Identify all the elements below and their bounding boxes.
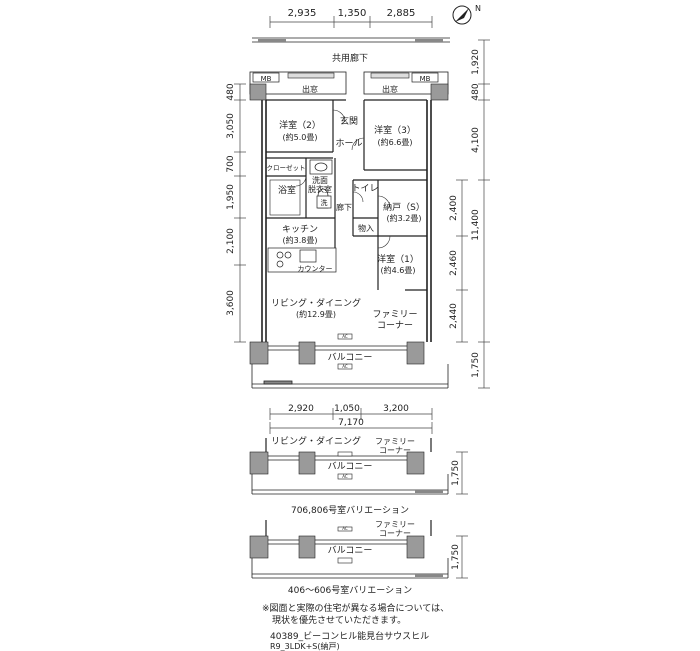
- var1-balcony-label: バルコニー: [328, 461, 373, 472]
- ac-unit-top: [337, 333, 353, 340]
- dim-right-inner-1: 2,400: [449, 195, 459, 221]
- dim-bottom-1: 2,920: [288, 404, 314, 414]
- dim-bottom-2: 1,050: [334, 404, 360, 414]
- western3-label: 洋室（3）: [374, 124, 416, 136]
- variation-1: [249, 438, 468, 495]
- storage-room-area: (約3.2畳): [387, 213, 422, 223]
- mb-label-right: MB: [420, 75, 431, 83]
- corridor-rail: [252, 37, 450, 43]
- right-dimensions: [456, 39, 490, 389]
- window-label-left: 出窓: [302, 84, 318, 94]
- dressing-label: 脱衣室: [308, 184, 332, 194]
- window-label-right: 出窓: [382, 84, 398, 94]
- dim-top-1: 2,935: [288, 8, 317, 19]
- disclaimer-line-1: ※図面と実際の住宅が異なる場合については、: [262, 604, 450, 614]
- room-labels: 洋室（2） (約5.0畳) 玄関 ホール 洋室（3） (約6.6畳) クローゼッ…: [267, 115, 425, 331]
- mb-box-left: [252, 72, 280, 83]
- kitchen-area: (約3.8畳): [283, 235, 318, 245]
- top-dimensions: [269, 16, 433, 28]
- western3-area: (約6.6畳): [378, 137, 413, 147]
- compass-label: N: [475, 4, 481, 13]
- dim-right-inner-2: 2,460: [449, 250, 459, 276]
- plan-id: 40389_ビーコンヒル能見台サウスヒル: [270, 632, 430, 642]
- bay-window-right: [370, 72, 410, 79]
- living-label: リビング・ダイニング: [271, 297, 361, 309]
- family-label: ファミリー: [372, 310, 417, 320]
- storage-room-label: 納戸（S）: [383, 201, 425, 213]
- dim-right-5: 1,750: [471, 352, 481, 378]
- dim-left-6: 3,600: [226, 290, 236, 316]
- dim-top-2: 1,350: [338, 8, 367, 19]
- dim-left-5: 2,100: [226, 228, 236, 254]
- var1-corner-label: コーナー: [379, 446, 411, 455]
- interior-walls: [266, 99, 427, 291]
- var2-dim: 1,750: [451, 544, 461, 570]
- western1-label: 洋室（1）: [377, 253, 419, 265]
- hall-label: ホール: [335, 138, 362, 149]
- dim-top-3: 2,885: [387, 8, 416, 19]
- western2-label: 洋室（2）: [279, 119, 321, 131]
- bath-label: 浴室: [278, 184, 296, 196]
- balcony: [251, 364, 449, 389]
- ac-label-top: AC: [342, 334, 348, 339]
- dim-right-inner-3: 2,440: [449, 303, 459, 329]
- disclaimer-line-2: 現状を優先させていただきます。: [272, 616, 407, 626]
- dim-right-1: 1,920: [471, 49, 481, 75]
- var2-family-label: ファミリー: [375, 520, 415, 529]
- bathtub: [269, 179, 301, 216]
- kitchen-label: キッチン: [282, 224, 318, 235]
- top-band: [249, 71, 449, 95]
- toilet-label: トイレ: [351, 184, 378, 194]
- var1-family-label: ファミリー: [375, 437, 415, 446]
- mb-box-right: [411, 72, 439, 83]
- var1-caption: 706,806号室バリエーション: [291, 504, 409, 516]
- bottom-dimensions: [269, 408, 433, 434]
- var1-ac-label: AC: [342, 474, 348, 479]
- dim-left-2: 3,050: [226, 113, 236, 139]
- var2-balcony-label: バルコニー: [328, 545, 373, 556]
- dim-left-4: 1,950: [226, 184, 236, 210]
- compass-icon: N: [452, 4, 481, 25]
- dim-right-4: 11,400: [471, 209, 481, 241]
- wash-label: 洗面: [312, 175, 328, 185]
- left-dimensions: [234, 83, 246, 343]
- dim-left-1: 480: [226, 83, 236, 100]
- western1-area: (約4.6畳): [381, 265, 416, 275]
- var2-corner-label: コーナー: [379, 529, 411, 538]
- variation-2: [249, 520, 468, 579]
- ac-label-balcony: AC: [342, 364, 348, 369]
- washer-box: [316, 195, 332, 209]
- closet-label: クローゼット: [267, 163, 306, 172]
- dim-right-2: 480: [471, 83, 481, 100]
- dim-bottom-3: 3,200: [383, 404, 409, 414]
- dim-bottom-total: 7,170: [338, 418, 364, 428]
- outer-walls: [261, 100, 432, 342]
- hallway-label: 廊下: [336, 202, 352, 212]
- storage-label: 物入: [358, 223, 374, 233]
- door-swings: [295, 109, 391, 249]
- washbasin: [309, 159, 333, 175]
- washer-label: 洗: [321, 198, 328, 207]
- living-area: (約12.9畳): [296, 309, 336, 319]
- corridor-label: 共用廊下: [332, 52, 368, 64]
- kitchen-counter: [267, 247, 337, 273]
- pillars: [249, 83, 449, 365]
- counter-label: カウンター: [298, 264, 333, 273]
- balcony-label: バルコニー: [328, 352, 373, 363]
- var2-caption: 406～606号室バリエーション: [288, 584, 412, 596]
- plan-type: R9_3LDK+S(納戸): [270, 642, 340, 651]
- corner-label: コーナー: [377, 320, 413, 331]
- entrance-label: 玄関: [340, 115, 358, 127]
- balcony-window: [268, 345, 407, 351]
- western2-area: (約5.0畳): [283, 132, 318, 142]
- ac-unit-balcony: [337, 363, 353, 370]
- bay-window-left: [287, 72, 335, 79]
- dim-left-3: 700: [226, 155, 236, 172]
- var2-ac-label: AC: [342, 526, 348, 531]
- var1-living-label: リビング・ダイニング: [271, 435, 361, 447]
- var1-dim: 1,750: [451, 460, 461, 486]
- mb-label-left: MB: [261, 75, 272, 83]
- dim-right-3: 4,100: [471, 127, 481, 153]
